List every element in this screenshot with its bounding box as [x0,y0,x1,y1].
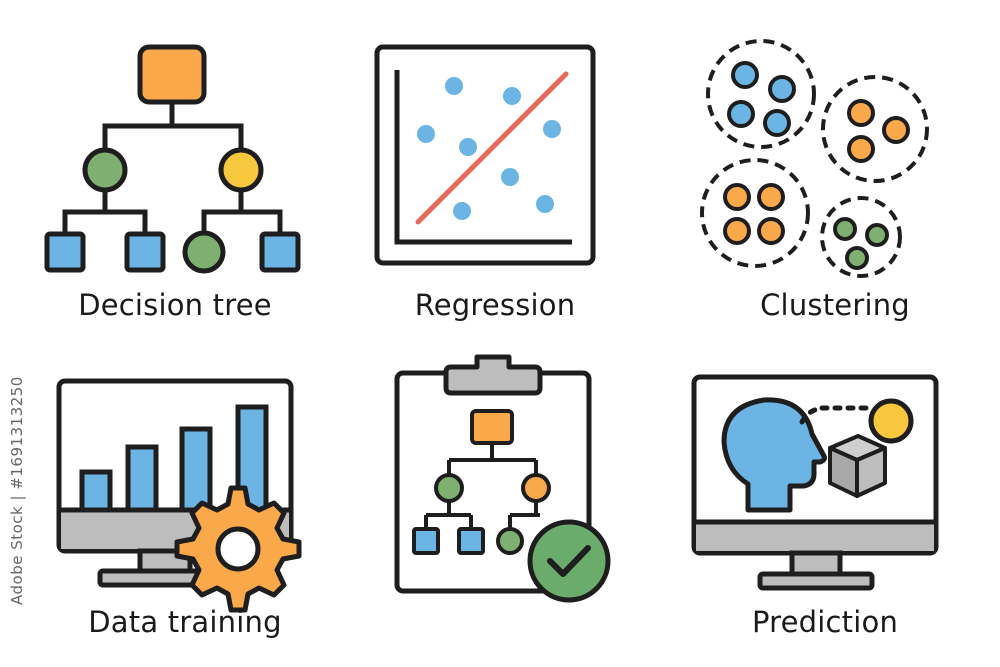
decision-tree-icon [44,44,301,274]
data-training-icon [56,378,302,613]
decision-tree-label: Decision tree [78,288,272,322]
cube-icon [828,434,887,498]
clustering-tile: Clustering [680,30,980,330]
clustering-label: Clustering [760,288,910,322]
decision-tree-tile: Decision tree [30,30,330,330]
regression-label: Regression [414,288,576,322]
validated-model-tile [350,345,650,645]
prediction-label: Prediction [751,605,899,639]
check-circle-icon [527,519,611,603]
prediction-icon [691,374,939,591]
prediction-tile: Prediction [680,350,980,650]
clustering-icon [700,39,929,278]
sun-icon [868,398,914,444]
data-training-tile: Data training [30,350,330,650]
gear-icon [174,485,302,613]
regression-tile: Regression [350,30,650,330]
data-training-label: Data training [88,605,282,639]
validated-model-icon [394,354,611,603]
stock-id-text: Adobe Stock | #1691313250 [8,376,26,605]
regression-icon [374,44,596,266]
